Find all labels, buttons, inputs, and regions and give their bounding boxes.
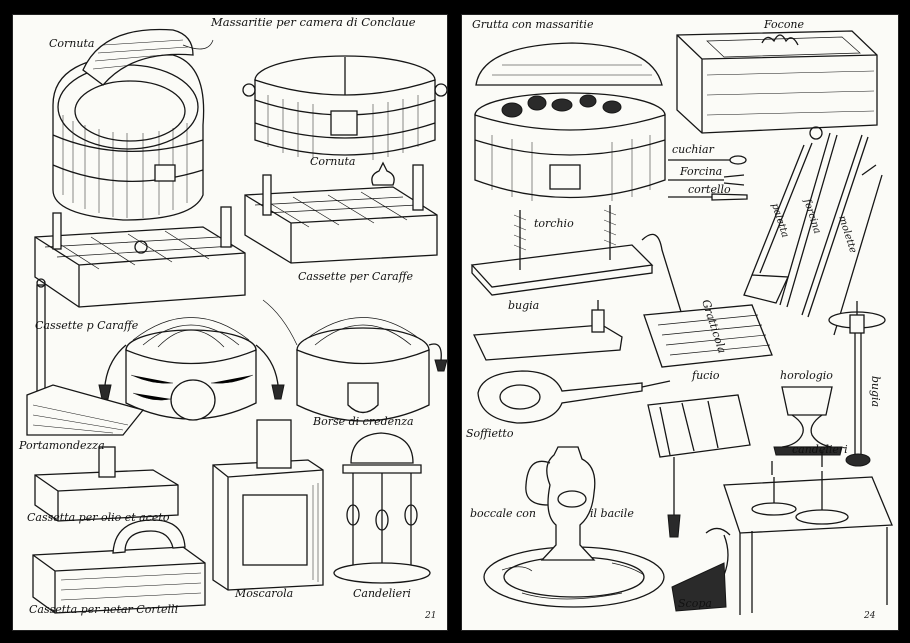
utensils [668,155,748,201]
candelieri-stand [333,432,431,584]
torchio-press [470,205,654,296]
label-bugia-left: bugia [508,299,540,312]
label-grutta: Grutta con massaritie [472,18,594,31]
cassetta-olio-aceto [34,446,179,522]
bugia-left [473,300,623,361]
right-page-number: 24 [864,611,876,621]
borse-di-credenza [98,299,447,422]
label-portamondezza: Portamondezza [19,439,105,452]
table-candelieri [723,451,893,615]
grutta-con-massaritie [474,42,666,201]
label-cassette-caraffe-left: Cassette p Caraffe [35,319,139,332]
label-focone: Focone [764,18,805,31]
label-fucio: fucio [692,369,720,382]
horologio [773,386,843,456]
label-horologio: horologio [780,369,833,382]
label-cornuta-open: Cornuta [49,37,95,50]
cornuta-open-tub [52,28,214,221]
cassetta-cortelli [32,519,206,614]
label-forcina: Forcina [680,165,723,178]
moscarola [212,419,324,591]
boccale-bacile [483,446,665,608]
left-page-number: 21 [425,611,437,621]
cornuta-closed-tub [242,55,447,160]
right-page: Grutta con massaritie Focone cuchiar For… [461,14,899,631]
cassette-caraffe-right [244,161,438,264]
focone [676,30,878,134]
label-borse-credenza: Borse di credenza [313,415,414,428]
fucio [647,394,751,538]
label-bacile: il bacile [590,507,634,520]
label-soffietto: Soffietto [466,427,514,440]
bugia-right [828,301,886,467]
label-cuchiar: cuchiar [672,143,714,156]
portamondezza [26,278,145,436]
fire-irons [743,126,883,336]
label-scopa: Scopa [678,597,712,610]
label-candelieri-right: candelieri [792,443,848,456]
label-cassetta-olio: Cassetta per olio et aceto [27,511,170,524]
left-page: Massaritie per camera di Conclaue Cornut… [12,14,448,631]
gratticola [641,233,773,368]
label-torchio: torchio [534,217,574,230]
soffietto [477,370,671,424]
cassette-caraffe-left [34,206,246,308]
scopa [671,534,729,612]
right-page-engraving [470,30,893,615]
left-page-title: Massaritie per camera di Conclaue [211,15,416,29]
label-boccale: boccale con [470,507,536,520]
label-cornuta-closed: Cornuta [310,155,356,168]
left-page-engraving [26,28,447,614]
label-cortello: cortello [688,183,731,196]
label-cassetta-cortelli: Cassetta per netar Cortelli [29,603,179,616]
label-moscarola: Moscarola [235,587,294,600]
label-bugia-right: bugia [869,375,883,408]
label-cassette-caraffe-right: Cassette per Caraffe [298,270,414,283]
label-candelieri: Candelieri [353,587,411,600]
